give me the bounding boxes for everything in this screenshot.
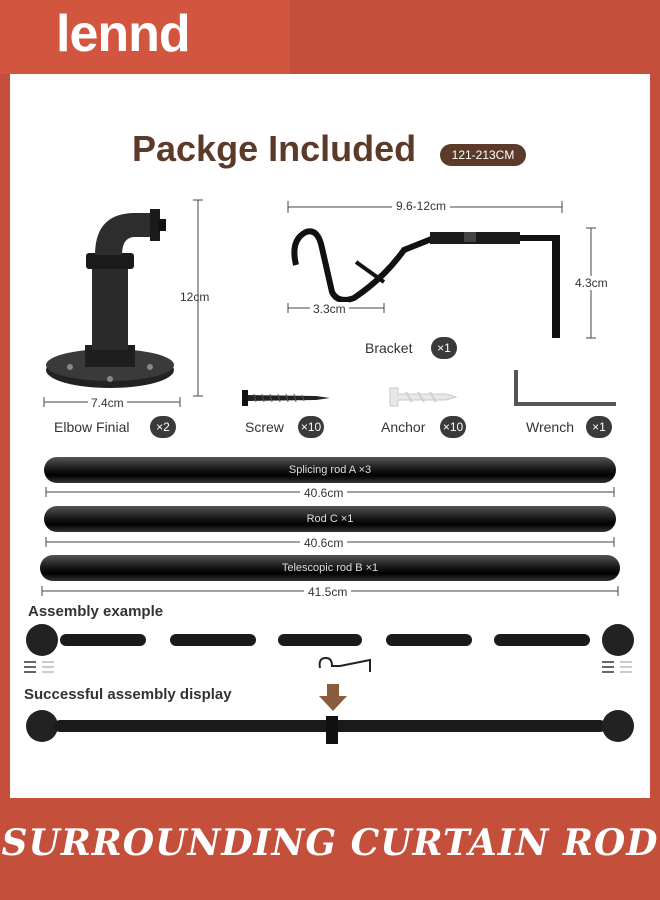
telescopic-rod-b-label: Telescopic rod B ×1 bbox=[281, 562, 379, 574]
down-arrow-icon bbox=[319, 684, 347, 711]
wrench-icon bbox=[514, 370, 616, 406]
successful-assembly-title: Successful assembly display bbox=[24, 686, 232, 703]
footer-title: SURROUNDING CURTAIN ROD bbox=[1, 822, 659, 864]
elbow-finial-icon bbox=[46, 209, 174, 388]
elbow-height-text: 12cm bbox=[180, 290, 210, 304]
elbow-width-text: 7.4cm bbox=[88, 396, 127, 410]
bracket-hook-text: 3.3cm bbox=[310, 302, 349, 316]
bracket-length-text: 9.6-12cm bbox=[392, 199, 451, 213]
splicing-rod-a: Splicing rod A ×3 bbox=[44, 457, 616, 483]
assembly-example-title: Assembly example bbox=[28, 603, 164, 620]
assembly-example-diagram bbox=[24, 624, 634, 673]
logo-band bbox=[0, 0, 290, 74]
screw-qty: ×10 bbox=[298, 416, 324, 438]
elbow-finial-label: Elbow Finial bbox=[54, 419, 130, 435]
assembled-rod-diagram bbox=[26, 710, 634, 744]
rod-c-length: 40.6cm bbox=[300, 536, 348, 550]
anchor-label: Anchor bbox=[381, 419, 426, 435]
splicing-rod-a-label: Splicing rod A ×3 bbox=[288, 464, 372, 476]
rod-b-length: 41.5cm bbox=[304, 585, 352, 599]
bracket-height-text: 4.3cm bbox=[573, 276, 610, 290]
anchor-qty: ×10 bbox=[440, 416, 466, 438]
footer-band bbox=[0, 800, 660, 900]
elbow-finial-qty: ×2 bbox=[150, 416, 176, 438]
anchor-icon bbox=[389, 387, 458, 407]
elbow-height-dimension bbox=[193, 199, 203, 397]
brand-logo: lennd bbox=[56, 5, 191, 63]
rod-c: Rod C ×1 bbox=[44, 506, 616, 532]
bracket-icon bbox=[291, 228, 560, 338]
wrench-label: Wrench bbox=[526, 419, 574, 435]
content-panel bbox=[10, 74, 650, 798]
size-range-badge: 121-213CM bbox=[440, 144, 526, 166]
wrench-qty: ×1 bbox=[586, 416, 612, 438]
screw-icon bbox=[242, 390, 330, 406]
rod-a-length: 40.6cm bbox=[300, 486, 348, 500]
bracket-qty: ×1 bbox=[431, 337, 457, 359]
page-title: Packge Included bbox=[132, 128, 417, 169]
bracket-label: Bracket bbox=[365, 340, 413, 356]
telescopic-rod-b: Telescopic rod B ×1 bbox=[40, 555, 620, 581]
screw-label: Screw bbox=[245, 419, 284, 435]
rod-c-label: Rod C ×1 bbox=[306, 513, 354, 525]
